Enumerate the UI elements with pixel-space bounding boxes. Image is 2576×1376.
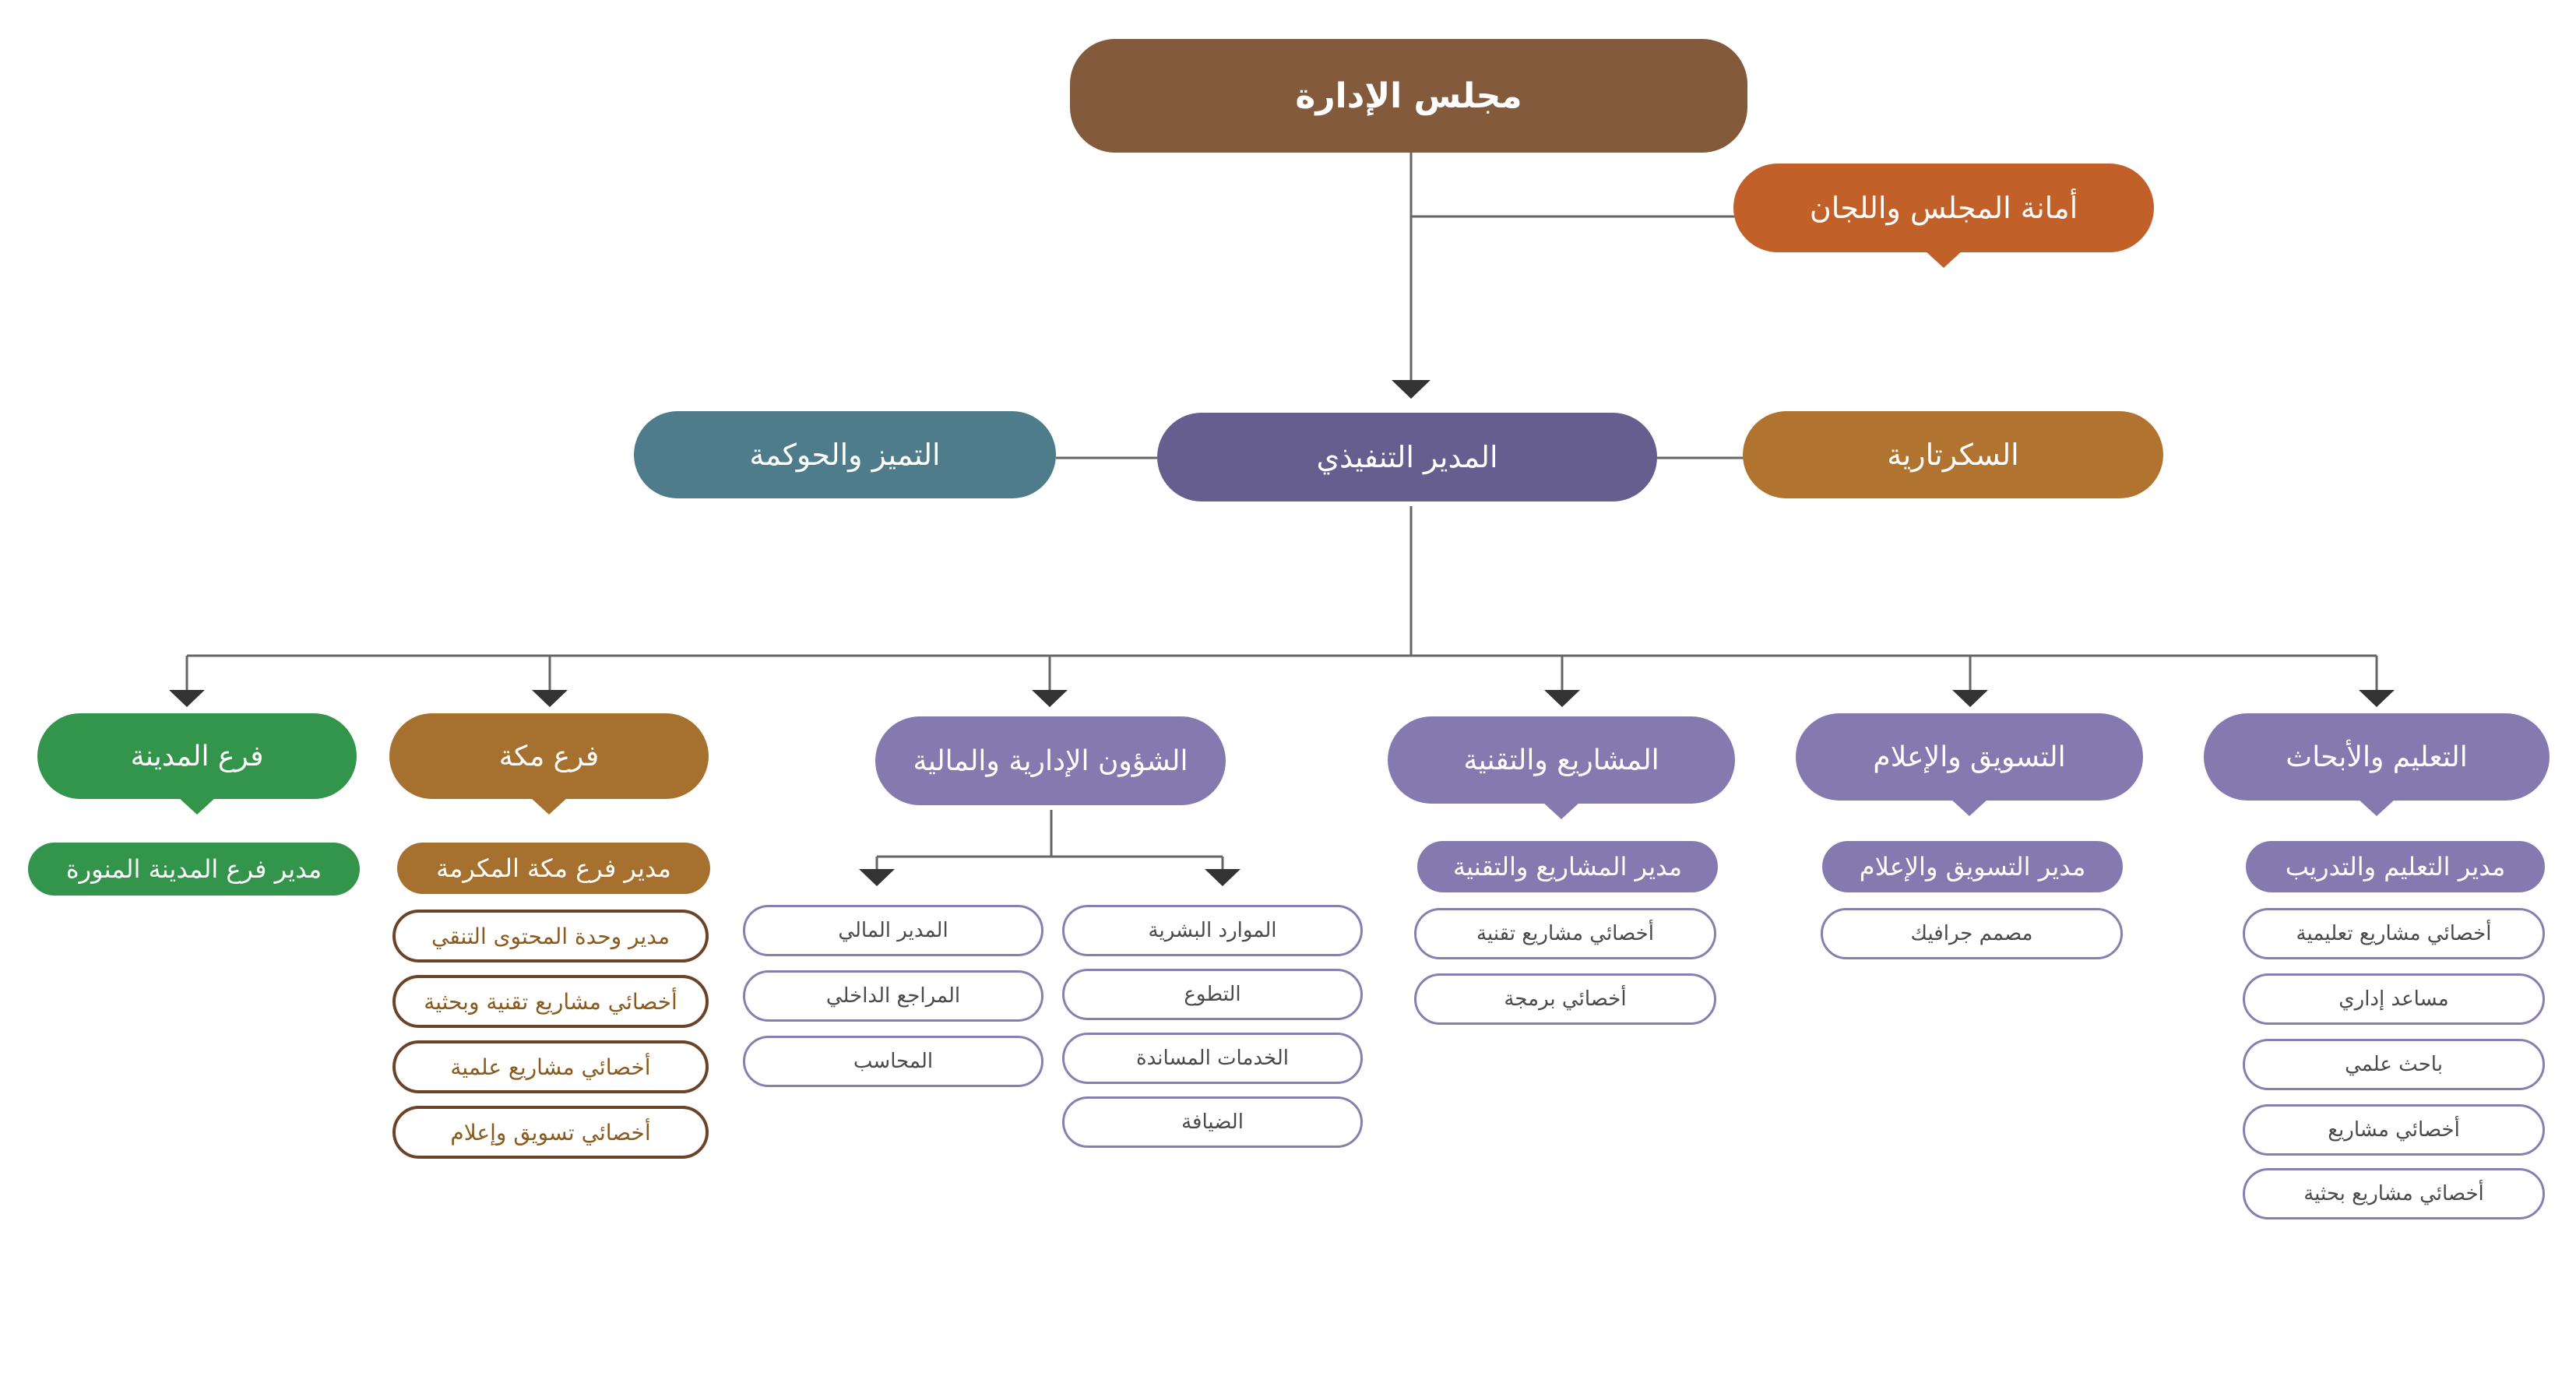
staff-label: أخصائي مشاريع تقنية وبحثية	[424, 988, 677, 1015]
education-manager-node: مدير التعليم والتدريب	[2246, 841, 2545, 892]
board-secretariat-node: أمانة المجلس واللجان	[1733, 164, 2154, 268]
staff-label: مساعد إداري	[2338, 987, 2449, 1011]
dept-madinah-label: فرع المدينة	[130, 740, 264, 772]
admin-finance-unit-item: المدير المالي	[743, 905, 1043, 956]
secretary-node: السكرتارية	[1743, 411, 2163, 498]
dept-marketing-label: التسويق والإعلام	[1873, 741, 2066, 773]
arrow-icon	[169, 690, 205, 707]
arrow-icon	[1544, 690, 1580, 707]
makkah-staff-item: أخصائي تسويق وإعلام	[392, 1106, 709, 1159]
ceo-label: المدير التنفيذي	[1316, 440, 1498, 474]
dept-marketing-node: التسويق والإعلام	[1796, 713, 2143, 816]
admin-finance-unit-item: المحاسب	[743, 1036, 1043, 1087]
makkah-manager-node: مدير فرع مكة المكرمة	[397, 843, 710, 894]
madinah-manager-label: مدير فرع المدينة المنورة	[65, 854, 322, 884]
makkah-staff-item: أخصائي مشاريع علمية	[392, 1040, 709, 1093]
admin-finance-unit-item: الضيافة	[1062, 1096, 1363, 1148]
dept-admin-finance-label: الشؤون الإدارية والمالية	[913, 744, 1188, 777]
makkah-staff-item: مدير وحدة المحتوى التنقي	[392, 910, 709, 962]
unit-label: الخدمات المساندة	[1136, 1047, 1289, 1070]
staff-label: أخصائي مشاريع	[2328, 1118, 2460, 1142]
admin-finance-unit-item: الخدمات المساندة	[1062, 1033, 1363, 1084]
staff-label: أخصائي برمجة	[1504, 987, 1627, 1011]
projects-manager-node: مدير المشاريع والتقنية	[1417, 841, 1718, 892]
dept-projects-label: المشاريع والتقنية	[1463, 744, 1659, 776]
education-staff-item: أخصائي مشاريع	[2243, 1104, 2545, 1156]
secretary-label: السكرتارية	[1887, 438, 2019, 472]
dept-madinah-node: فرع المدينة	[37, 713, 357, 815]
arrow-icon	[859, 869, 895, 886]
admin-finance-unit-item: التطوع	[1062, 969, 1363, 1020]
marketing-manager-node: مدير التسويق والإعلام	[1822, 841, 2123, 892]
arrow-icon	[2359, 690, 2395, 707]
education-manager-label: مدير التعليم والتدريب	[2285, 852, 2506, 882]
unit-label: الموارد البشرية	[1148, 919, 1277, 942]
dept-projects-node: المشاريع والتقنية	[1388, 716, 1735, 819]
unit-label: المحاسب	[853, 1050, 934, 1073]
unit-label: الضيافة	[1181, 1110, 1244, 1134]
admin-finance-unit-item: الموارد البشرية	[1062, 905, 1363, 956]
arrow-icon	[532, 690, 568, 707]
marketing-manager-label: مدير التسويق والإعلام	[1859, 852, 2086, 882]
dept-education-node: التعليم والأبحاث	[2204, 713, 2550, 816]
arrow-icon	[1205, 869, 1240, 886]
projects-manager-label: مدير المشاريع والتقنية	[1452, 852, 1683, 882]
staff-label: أخصائي تسويق وإعلام	[450, 1119, 651, 1145]
dept-admin-finance-node: الشؤون الإدارية والمالية	[875, 716, 1226, 805]
board-secretariat-label: أمانة المجلس واللجان	[1809, 191, 2078, 225]
projects-staff-item: أخصائي برمجة	[1414, 973, 1716, 1025]
admin-finance-unit-item: المراجع الداخلي	[743, 970, 1043, 1022]
education-staff-item: مساعد إداري	[2243, 973, 2545, 1025]
staff-label: أخصائي مشاريع بحثية	[2303, 1182, 2484, 1205]
unit-label: المدير المالي	[838, 919, 948, 942]
arrow-icon	[1392, 380, 1431, 399]
dept-education-label: التعليم والأبحاث	[2286, 741, 2468, 773]
makkah-staff-item: أخصائي مشاريع تقنية وبحثية	[392, 975, 709, 1028]
staff-label: مدير وحدة المحتوى التنقي	[431, 923, 670, 949]
excellence-governance-label: التميز والحوكمة	[749, 438, 941, 472]
makkah-manager-label: مدير فرع مكة المكرمة	[436, 853, 671, 883]
ceo-node: المدير التنفيذي	[1157, 413, 1657, 501]
projects-staff-item: أخصائي مشاريع تقنية	[1414, 908, 1716, 959]
education-staff-item: أخصائي مشاريع بحثية	[2243, 1168, 2545, 1219]
arrow-icon	[1952, 690, 1988, 707]
unit-label: المراجع الداخلي	[825, 984, 961, 1008]
staff-label: أخصائي مشاريع تعليمية	[2296, 922, 2492, 945]
education-staff-item: باحث علمي	[2243, 1039, 2545, 1090]
education-staff-item: أخصائي مشاريع تعليمية	[2243, 908, 2545, 959]
madinah-manager-node: مدير فرع المدينة المنورة	[28, 843, 360, 896]
excellence-governance-node: التميز والحوكمة	[634, 411, 1056, 498]
staff-label: مصمم جرافيك	[1910, 922, 2033, 945]
board-label: مجلس الإدارة	[1295, 76, 1522, 116]
arrow-icon	[1032, 690, 1068, 707]
board-node: مجلس الإدارة	[1070, 39, 1747, 153]
staff-label: أخصائي مشاريع علمية	[450, 1054, 651, 1080]
staff-label: أخصائي مشاريع تقنية	[1476, 922, 1654, 945]
dept-makkah-label: فرع مكة	[498, 740, 600, 772]
staff-label: باحث علمي	[2345, 1053, 2443, 1076]
marketing-staff-item: مصمم جرافيك	[1821, 908, 2123, 959]
unit-label: التطوع	[1184, 983, 1241, 1006]
dept-makkah-node: فرع مكة	[389, 713, 709, 815]
